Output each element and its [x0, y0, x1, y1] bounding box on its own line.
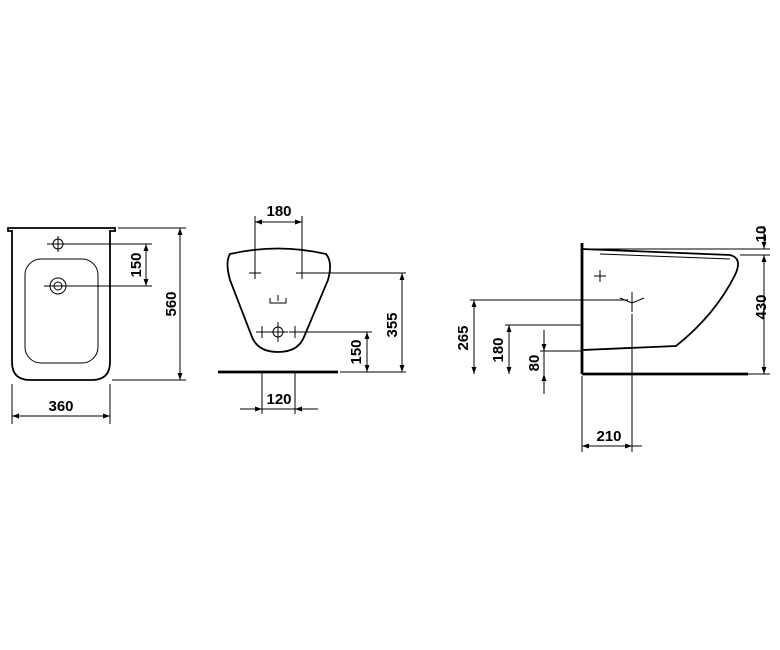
- middle-connection-label: 180: [490, 337, 507, 362]
- lower-connection-label: 80: [526, 355, 543, 372]
- bolt-spacing-label: 180: [266, 203, 291, 220]
- wall-view: 180 120 355 150: [218, 203, 406, 414]
- bolt-height-label: 355: [384, 312, 401, 337]
- outlet-width-label: 120: [266, 391, 291, 408]
- front-view: 360 560 150: [7, 227, 186, 424]
- tap-hole-offset-label: 150: [128, 252, 145, 277]
- total-height-label: 430: [753, 294, 770, 319]
- front-view-outline: [7, 227, 116, 381]
- wall-view-outline: [226, 247, 331, 353]
- width-label: 360: [48, 398, 73, 415]
- height-label: 560: [163, 291, 180, 316]
- outlet-symbols: [256, 322, 301, 342]
- side-view-outline: [581, 248, 739, 351]
- fixing-bolt-symbols: [249, 267, 308, 304]
- side-view: 10 430 265 180 80 210: [455, 226, 770, 452]
- side-connection-symbols: [594, 270, 645, 312]
- outlet-depth-label: 210: [596, 428, 621, 445]
- outlet-height-label: 150: [348, 339, 365, 364]
- rim-thickness-label: 10: [753, 226, 770, 243]
- upper-connection-label: 265: [455, 325, 472, 350]
- front-view-bowl: [24, 258, 99, 364]
